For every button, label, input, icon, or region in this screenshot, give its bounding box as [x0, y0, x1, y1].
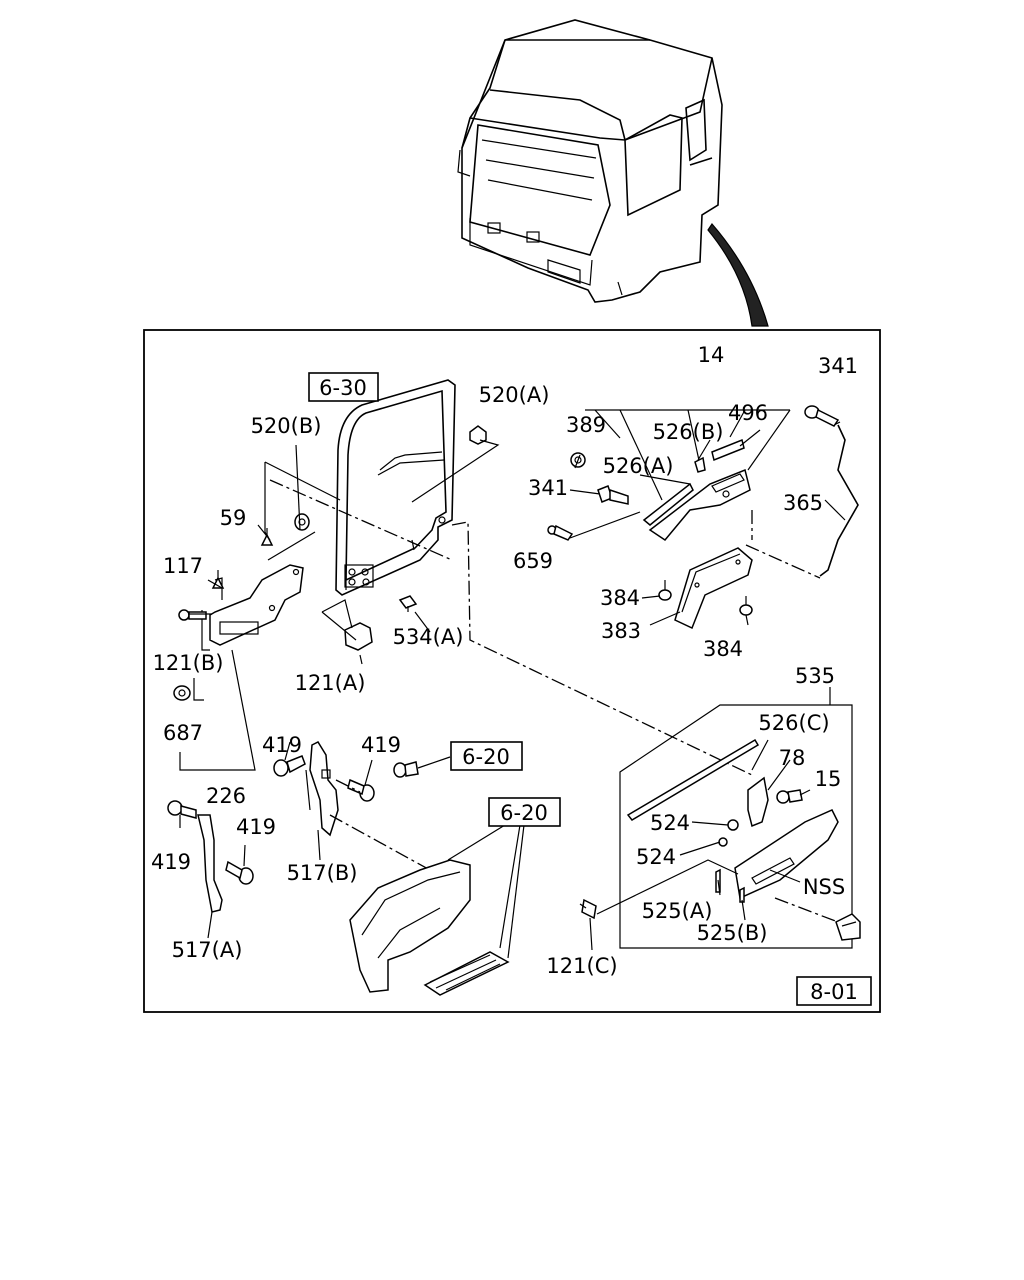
callout-535: 535 — [795, 664, 835, 688]
ref-label-801: 8-01 — [810, 980, 858, 1004]
trim-526a — [642, 482, 694, 526]
nut-524-a — [727, 819, 739, 831]
callout-520b: 520(B) — [251, 414, 322, 438]
nut-524-b — [718, 837, 728, 847]
nut-520b — [294, 513, 310, 531]
ref-label-620a: 6-20 — [462, 745, 510, 769]
fastener-659 — [547, 524, 574, 541]
callout-15: 15 — [815, 767, 842, 791]
bolt-419-d — [225, 860, 254, 885]
callout-226: 226 — [206, 784, 246, 808]
step-panel-383 — [674, 547, 753, 630]
callout-419a: 419 — [262, 733, 302, 757]
callout-517b: 517(B) — [287, 861, 358, 885]
callout-526b: 526(B) — [653, 420, 724, 444]
bracket-517a — [197, 814, 223, 913]
step-assembly — [349, 859, 510, 996]
callout-534a: 534(A) — [393, 625, 464, 649]
callout-59: 59 — [220, 506, 247, 530]
ref-box-8-01 — [796, 976, 872, 1006]
bolt-620 — [393, 761, 419, 778]
callout-384b: 384 — [703, 637, 743, 661]
callout-121c: 121(C) — [546, 954, 617, 978]
clip-525b — [739, 886, 745, 903]
callout-524a: 524 — [650, 811, 690, 835]
callout-659: 659 — [513, 549, 553, 573]
trim-nss — [734, 809, 839, 900]
callout-520a: 520(A) — [479, 383, 550, 407]
callout-121a: 121(A) — [295, 671, 366, 695]
callout-687: 687 — [163, 721, 203, 745]
bolt-419-c — [167, 800, 197, 819]
callout-496: 496 — [728, 401, 768, 425]
callout-419b: 419 — [361, 733, 401, 757]
callout-524b: 524 — [636, 845, 676, 869]
callout-526a: 526(A) — [603, 454, 674, 478]
end-cap-801 — [835, 913, 861, 941]
callout-525b: 525(B) — [697, 921, 768, 945]
fastener-121b — [178, 609, 207, 621]
bolt-419-a — [273, 755, 306, 777]
ref-label-630: 6-30 — [319, 376, 367, 400]
fastener-121c — [579, 898, 597, 920]
callout-517a: 517(A) — [172, 938, 243, 962]
callout-384a: 384 — [600, 586, 640, 610]
ref-label-620b: 6-20 — [500, 801, 548, 825]
clip-526b — [694, 456, 706, 473]
nut-520a — [469, 425, 487, 445]
callout-526c: 526(C) — [758, 711, 829, 735]
strip-496 — [711, 438, 745, 462]
rod-365 — [819, 421, 859, 577]
callout-525a: 525(A) — [642, 899, 713, 923]
callout-341b: 341 — [528, 476, 568, 500]
trim-panel-upper — [648, 468, 751, 541]
callout-389: 389 — [566, 413, 606, 437]
moulding-526c — [626, 738, 760, 821]
bumper-121a — [344, 622, 373, 651]
callout-117: 117 — [163, 554, 203, 578]
callout-383: 383 — [601, 619, 641, 643]
bolt-419-b — [347, 778, 375, 802]
bracket-78 — [747, 776, 769, 828]
bolt-384-right — [739, 596, 753, 616]
callout-419c: 419 — [151, 850, 191, 874]
callout-341a: 341 — [818, 354, 858, 378]
bolt-341-top — [804, 405, 840, 427]
detail-frame — [143, 329, 881, 1013]
bracket-517b — [305, 741, 339, 837]
callout-14: 14 — [698, 343, 725, 367]
truck-cab-illustration — [457, 19, 723, 303]
ref-box-6-30 — [308, 372, 379, 402]
callout-419d: 419 — [236, 815, 276, 839]
callout-121b: 121(B) — [153, 651, 224, 675]
fastener-117 — [211, 570, 225, 589]
callout-365: 365 — [783, 491, 823, 515]
callout-78: 78 — [779, 746, 806, 770]
screw-15 — [776, 789, 803, 804]
bolt-341 — [597, 485, 629, 505]
bolt-384-left — [658, 580, 672, 601]
leader-arrow — [707, 223, 769, 327]
ref-box-6-20-b — [488, 797, 561, 827]
washer-687 — [173, 685, 191, 701]
ref-box-6-20-a — [450, 741, 523, 771]
callout-nss: NSS — [803, 875, 845, 899]
door-frame — [335, 379, 456, 596]
clip-534a — [398, 595, 418, 612]
hinge-bracket — [209, 564, 304, 646]
